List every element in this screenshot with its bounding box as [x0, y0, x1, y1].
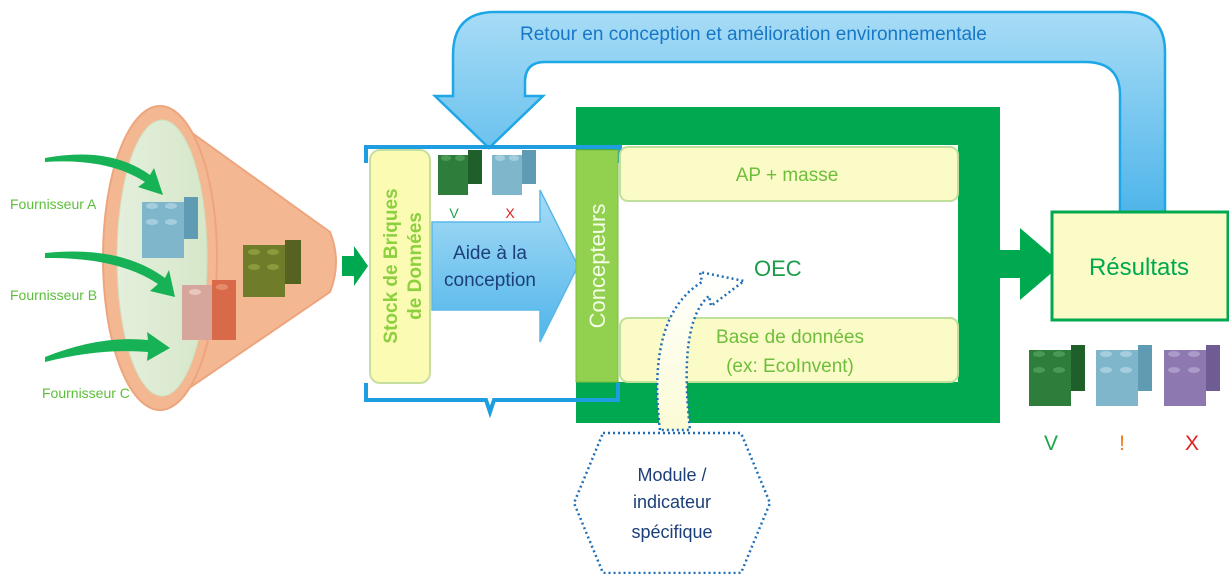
- database-label-line2: (ex: EcoInvent): [726, 356, 854, 377]
- ap-mass-box: [619, 146, 959, 202]
- supplier-a-label: Fournisseur A: [10, 196, 97, 212]
- result-brick-valid: [1029, 345, 1085, 406]
- oec-label: OEC: [754, 256, 802, 281]
- module-label-line1: Module /: [637, 465, 706, 485]
- design-aid-line1: Aide à la: [453, 243, 527, 264]
- results-label: Résultats: [1089, 254, 1189, 281]
- mixed-brick-olive: [243, 240, 301, 297]
- result-mark-invalid: X: [1185, 432, 1199, 455]
- supplier-c-label: Fournisseur C: [42, 385, 130, 401]
- stock-invalid-brick: [492, 150, 536, 195]
- stock-label-line1: Stock de Briques: [381, 188, 402, 343]
- stock-valid-mark: V: [449, 205, 459, 221]
- designers-bar: [575, 149, 619, 383]
- designers-label: Concepteurs: [585, 204, 610, 329]
- ap-mass-label: AP + masse: [736, 165, 839, 186]
- module-label-line2: indicateur: [633, 492, 711, 512]
- result-brick-warning: [1096, 345, 1152, 406]
- design-aid-arrow: [431, 189, 579, 343]
- results-box: [1050, 210, 1229, 322]
- stock-invalid-mark: X: [505, 205, 515, 221]
- supplier-b-brick: [182, 280, 236, 340]
- stock-valid-brick: [438, 150, 482, 195]
- funnel-to-stock-arrow: [342, 246, 368, 286]
- feedback-loop-arrow: [431, 10, 1167, 214]
- module-hexagon: [572, 431, 772, 574]
- tool-to-results-arrow: [1000, 228, 1062, 300]
- result-brick-invalid: [1164, 345, 1220, 406]
- stock-box: [369, 149, 431, 384]
- supplier-arrows: [45, 154, 175, 362]
- feedback-loop-label: Retour en conception et amélioration env…: [520, 24, 987, 45]
- module-to-oec-arrow: [655, 270, 747, 432]
- result-mark-warning: !: [1119, 432, 1125, 455]
- module-label-line3: spécifique: [631, 522, 712, 542]
- database-box: [619, 317, 959, 383]
- design-aid-line2: conception: [444, 270, 536, 291]
- supplier-a-brick: [142, 197, 198, 258]
- supplier-b-label: Fournisseur B: [10, 287, 97, 303]
- stock-label-line2: de Données: [405, 212, 426, 320]
- supplier-funnel: [102, 105, 337, 411]
- result-mark-valid: V: [1044, 432, 1058, 455]
- database-label-line1: Base de données: [716, 327, 864, 348]
